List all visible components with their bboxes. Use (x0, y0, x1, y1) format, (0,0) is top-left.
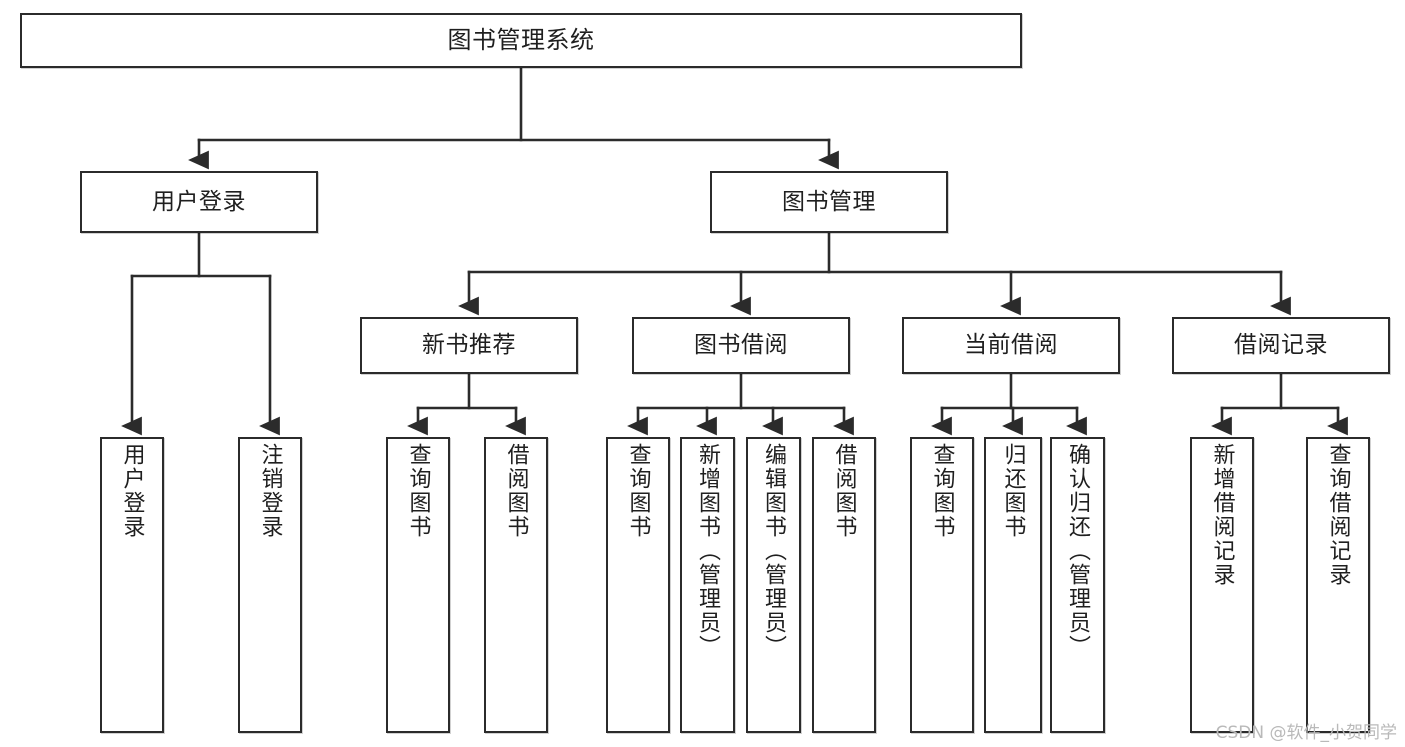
node-leaf-borrow-book-2[interactable]: 借阅图书 (812, 437, 876, 733)
node-leaf-query-book-2-label: 查询图书 (625, 443, 651, 539)
node-leaf-return-book[interactable]: 归还图书 (984, 437, 1042, 733)
node-new-book-rec[interactable]: 新书推荐 (360, 317, 578, 374)
node-leaf-user-login[interactable]: 用户登录 (100, 437, 164, 733)
node-user-login[interactable]: 用户登录 (80, 171, 318, 233)
node-leaf-user-login-label: 用户登录 (119, 443, 145, 539)
node-leaf-query-record-label: 查询借阅记录 (1325, 443, 1351, 587)
node-leaf-query-book-3[interactable]: 查询图书 (910, 437, 974, 733)
watermark: CSDN @软件_小贺同学 (1215, 723, 1397, 743)
node-leaf-logout[interactable]: 注销登录 (238, 437, 302, 733)
node-leaf-return-book-label: 归还图书 (1000, 443, 1026, 539)
node-leaf-add-record[interactable]: 新增借阅记录 (1190, 437, 1254, 733)
node-book-manage-label: 图书管理 (782, 188, 876, 215)
node-current-borrow-label: 当前借阅 (964, 332, 1058, 359)
node-leaf-confirm-return[interactable]: 确认归还（管理员） (1050, 437, 1105, 733)
node-book-manage[interactable]: 图书管理 (710, 171, 948, 233)
node-leaf-query-book-3-label: 查询图书 (929, 443, 955, 539)
node-leaf-query-book-1-label: 查询图书 (405, 443, 431, 539)
node-book-borrow[interactable]: 图书借阅 (632, 317, 850, 374)
node-leaf-query-book-2[interactable]: 查询图书 (606, 437, 670, 733)
node-leaf-edit-book[interactable]: 编辑图书（管理员） (746, 437, 801, 733)
node-leaf-borrow-book-2-label: 借阅图书 (831, 443, 857, 539)
node-borrow-record[interactable]: 借阅记录 (1172, 317, 1390, 374)
node-leaf-add-record-label: 新增借阅记录 (1209, 443, 1235, 587)
node-leaf-logout-label: 注销登录 (257, 443, 283, 539)
node-root[interactable]: 图书管理系统 (20, 13, 1022, 68)
node-new-book-rec-label: 新书推荐 (422, 332, 516, 359)
node-leaf-edit-book-label: 编辑图书（管理员） (761, 443, 787, 659)
node-leaf-confirm-return-label: 确认归还（管理员） (1065, 443, 1091, 659)
node-leaf-borrow-book-1-label: 借阅图书 (503, 443, 529, 539)
node-user-login-label: 用户登录 (152, 188, 246, 215)
node-leaf-query-book-1[interactable]: 查询图书 (386, 437, 450, 733)
node-root-label: 图书管理系统 (447, 25, 595, 54)
node-leaf-add-book[interactable]: 新增图书（管理员） (680, 437, 735, 733)
node-current-borrow[interactable]: 当前借阅 (902, 317, 1120, 374)
node-leaf-query-record[interactable]: 查询借阅记录 (1306, 437, 1370, 733)
node-borrow-record-label: 借阅记录 (1234, 332, 1328, 359)
node-leaf-borrow-book-1[interactable]: 借阅图书 (484, 437, 548, 733)
node-book-borrow-label: 图书借阅 (694, 332, 788, 359)
node-leaf-add-book-label: 新增图书（管理员） (695, 443, 721, 659)
